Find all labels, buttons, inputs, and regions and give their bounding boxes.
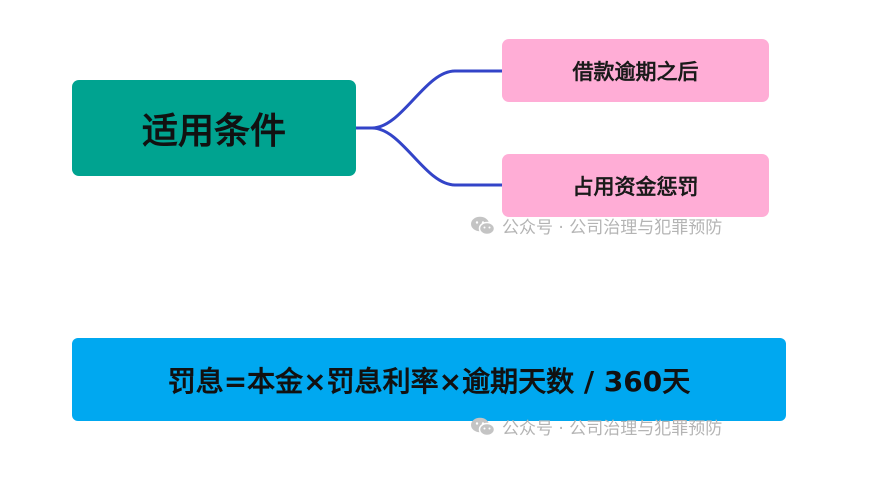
watermark-1: 公众号 · 公司治理与犯罪预防	[470, 213, 722, 238]
root-topic-label: 适用条件	[141, 111, 286, 152]
branch-topic-label-1: 借款逾期之后	[572, 59, 699, 84]
branch-topic-2: 占用资金惩罚	[502, 154, 769, 217]
branch-topic-1: 借款逾期之后	[502, 39, 769, 102]
watermark-2: 公众号 · 公司治理与犯罪预防	[470, 414, 722, 439]
connector-line-2	[354, 126, 504, 187]
wechat-icon	[471, 216, 496, 235]
formula-label: 罚息=本金×罚息利率×逾期天数 / 360天	[167, 364, 691, 398]
formula-box: 罚息=本金×罚息利率×逾期天数 / 360天	[72, 338, 786, 421]
branch-topic-label-2: 占用资金惩罚	[572, 174, 699, 199]
wechat-icon	[471, 417, 496, 436]
watermark-text-2: 公众号 · 公司治理与犯罪预防	[502, 419, 723, 439]
watermark-text-1: 公众号 · 公司治理与犯罪预防	[502, 218, 723, 238]
root-topic: 适用条件	[72, 80, 356, 176]
connector-line-1	[354, 69, 504, 130]
